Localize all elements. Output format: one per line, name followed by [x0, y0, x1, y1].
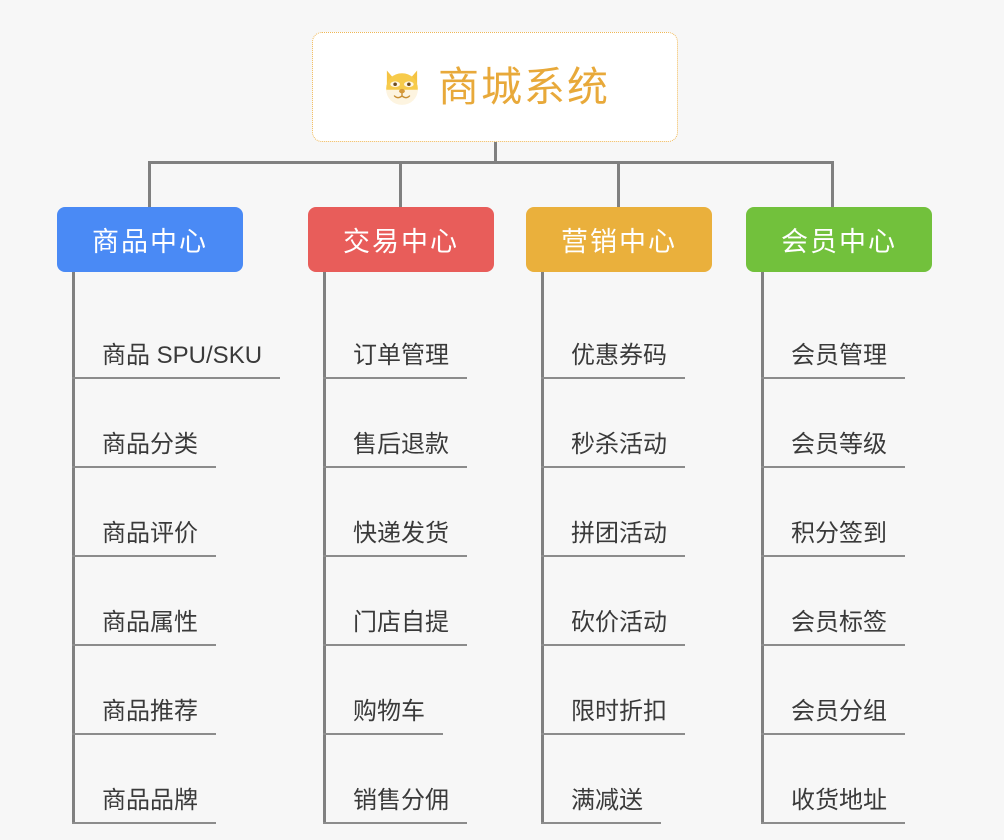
leaf-label: 秒杀活动 — [541, 431, 685, 468]
leaf-label: 满减送 — [541, 787, 661, 824]
leaf-item[interactable]: 会员等级 — [746, 379, 932, 468]
leaf-item[interactable]: 购物车 — [308, 646, 494, 735]
leaf-item[interactable]: 商品 SPU/SKU — [57, 290, 281, 379]
branch-spine — [541, 272, 544, 824]
leaf-label: 拼团活动 — [541, 520, 685, 557]
connector-root-stem — [494, 142, 497, 164]
leaf-label: 会员标签 — [761, 609, 905, 646]
branch-header-label: 交易中心 — [343, 227, 459, 257]
branch-spine — [323, 272, 326, 824]
leaf-item[interactable]: 商品品牌 — [57, 735, 243, 824]
leaf-item[interactable]: 会员标签 — [746, 557, 932, 646]
connector-branch-1 — [148, 161, 151, 207]
branch-header-member[interactable]: 会员中心 — [746, 207, 932, 272]
leaf-area-trade: 订单管理 售后退款 快递发货 门店自提 购物车 销售分佣 — [308, 272, 494, 824]
leaf-item[interactable]: 门店自提 — [308, 557, 494, 646]
connector-horizontal-bus — [148, 161, 834, 164]
leaf-item[interactable]: 售后退款 — [308, 379, 494, 468]
leaf-item[interactable]: 秒杀活动 — [526, 379, 712, 468]
leaf-label: 销售分佣 — [323, 787, 467, 824]
leaf-item[interactable]: 快递发货 — [308, 468, 494, 557]
leaf-area-marketing: 优惠券码 秒杀活动 拼团活动 砍价活动 限时折扣 满减送 — [526, 272, 712, 824]
connector-branch-2 — [399, 161, 402, 207]
root-node[interactable]: 商城系统 — [312, 32, 678, 142]
leaf-item[interactable]: 销售分佣 — [308, 735, 494, 824]
branch-header-trade[interactable]: 交易中心 — [308, 207, 494, 272]
leaf-label: 商品分类 — [72, 431, 216, 468]
leaf-label: 积分签到 — [761, 520, 905, 557]
leaf-area-product: 商品 SPU/SKU 商品分类 商品评价 商品属性 商品推荐 商品品牌 — [57, 272, 281, 824]
leaf-item[interactable]: 砍价活动 — [526, 557, 712, 646]
leaf-item[interactable]: 收货地址 — [746, 735, 932, 824]
branch-column-trade: 交易中心 订单管理 售后退款 快递发货 门店自提 购物车 销售分佣 — [308, 207, 494, 824]
leaf-label: 订单管理 — [323, 342, 467, 379]
leaf-label: 商品评价 — [72, 520, 216, 557]
leaf-label: 砍价活动 — [541, 609, 685, 646]
branch-column-member: 会员中心 会员管理 会员等级 积分签到 会员标签 会员分组 收货地址 — [746, 207, 932, 824]
branch-column-product: 商品中心 商品 SPU/SKU 商品分类 商品评价 商品属性 商品推荐 商品品牌 — [57, 207, 281, 824]
leaf-label: 收货地址 — [761, 787, 905, 824]
leaf-label: 会员管理 — [761, 342, 905, 379]
leaf-label: 会员等级 — [761, 431, 905, 468]
connector-branch-4 — [831, 161, 834, 207]
leaf-item[interactable]: 商品评价 — [57, 468, 243, 557]
branch-header-label: 营销中心 — [561, 227, 677, 257]
leaf-label: 售后退款 — [323, 431, 467, 468]
leaf-label: 购物车 — [323, 698, 443, 735]
root-title: 商城系统 — [438, 63, 610, 110]
leaf-label: 商品属性 — [72, 609, 216, 646]
leaf-area-member: 会员管理 会员等级 积分签到 会员标签 会员分组 收货地址 — [746, 272, 932, 824]
leaf-label: 会员分组 — [761, 698, 905, 735]
leaf-label: 优惠券码 — [541, 342, 685, 379]
branch-header-product[interactable]: 商品中心 — [57, 207, 243, 272]
leaf-label: 门店自提 — [323, 609, 467, 646]
leaf-item[interactable]: 订单管理 — [308, 290, 494, 379]
branch-spine — [761, 272, 764, 824]
branch-header-marketing[interactable]: 营销中心 — [526, 207, 712, 272]
branch-column-marketing: 营销中心 优惠券码 秒杀活动 拼团活动 砍价活动 限时折扣 满减送 — [526, 207, 712, 824]
leaf-label: 限时折扣 — [541, 698, 685, 735]
leaf-label: 商品品牌 — [72, 787, 216, 824]
leaf-item[interactable]: 商品推荐 — [57, 646, 243, 735]
branch-header-label: 会员中心 — [781, 227, 897, 257]
leaf-label: 商品推荐 — [72, 698, 216, 735]
connector-branch-3 — [617, 161, 620, 207]
leaf-item[interactable]: 优惠券码 — [526, 290, 712, 379]
leaf-label: 商品 SPU/SKU — [72, 342, 281, 379]
dog-face-icon — [380, 65, 424, 109]
leaf-item[interactable]: 拼团活动 — [526, 468, 712, 557]
leaf-label: 快递发货 — [323, 520, 467, 557]
leaf-item[interactable]: 商品分类 — [57, 379, 243, 468]
leaf-item[interactable]: 限时折扣 — [526, 646, 712, 735]
leaf-item[interactable]: 会员管理 — [746, 290, 932, 379]
branch-header-label: 商品中心 — [92, 227, 208, 257]
leaf-item[interactable]: 会员分组 — [746, 646, 932, 735]
leaf-item[interactable]: 积分签到 — [746, 468, 932, 557]
branch-spine — [72, 272, 75, 824]
leaf-item[interactable]: 满减送 — [526, 735, 712, 824]
leaf-item[interactable]: 商品属性 — [57, 557, 243, 646]
